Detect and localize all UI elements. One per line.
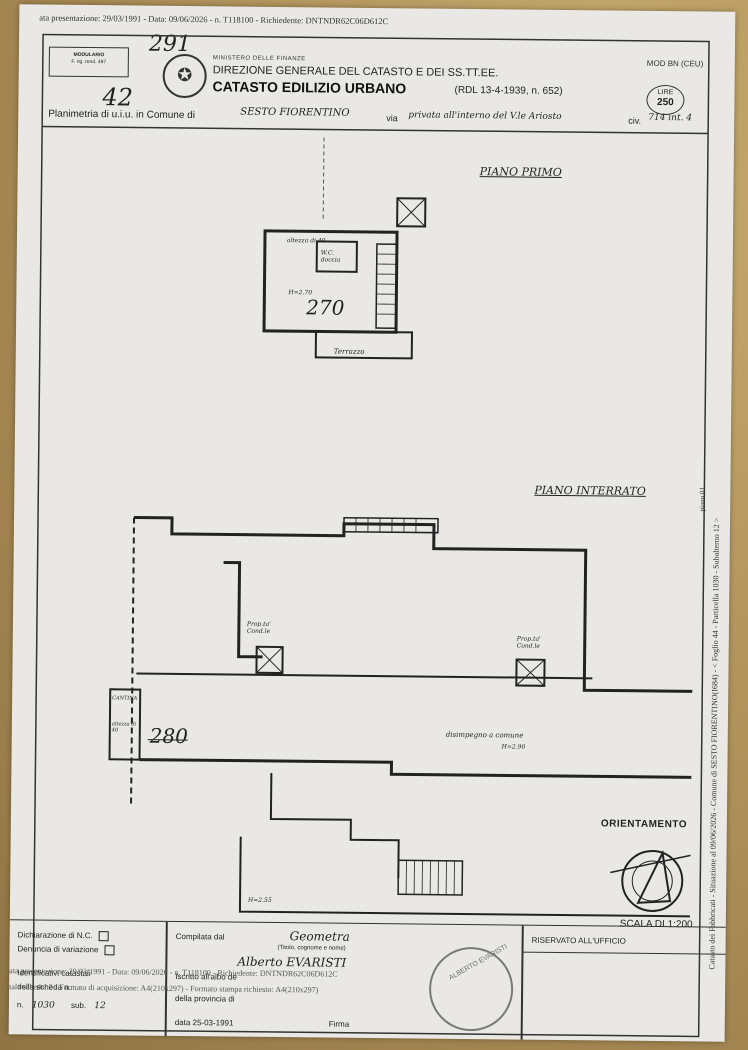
wc-label: W.C. doccia (320, 249, 341, 264)
n-value: 1030 (31, 1000, 55, 1011)
soffitta-label: altezza di 40 (286, 237, 326, 245)
height-lower-label: H=2.90 (501, 743, 526, 751)
provincia-label: della provincia di (174, 993, 235, 1004)
dichiarazione-nc-checkbox (98, 931, 109, 942)
riservato-label: RISERVATO ALL'UFFICIO (531, 935, 626, 946)
cadastral-document: ata presentazione: 29/03/1991 - Data: 09… (8, 4, 736, 1042)
compilatore-nome: Alberto EVARISTI (237, 954, 347, 970)
cantina-label: CANTINA (112, 695, 138, 702)
lift-lower-right (515, 658, 546, 687)
interrato-bottom-wall (238, 836, 690, 918)
wc-outline (315, 240, 358, 273)
header-rule (42, 125, 709, 135)
disimpegno-label: disimpegno a comune (445, 730, 524, 740)
prop-label-2: Prop.ta' Cond.le (516, 635, 541, 650)
data-label: data 25-03-1991 (174, 1017, 234, 1028)
orientation-compass-icon (610, 849, 691, 912)
prop-label-1: Prop.ta' Cond.le (246, 620, 271, 635)
denuncia-variazione-label: Denuncia di variazione (17, 944, 99, 955)
sub-label: sub. (70, 1000, 87, 1011)
footer-table: Dichiarazione di N.C. Denuncia di variaz… (8, 919, 726, 1042)
height-stair-label: H=2.55 (248, 896, 272, 904)
cantina-outline (108, 688, 142, 761)
dichiarazione-nc: Dichiarazione di N.C. (17, 930, 109, 942)
footer-divider-2 (520, 925, 524, 1041)
interrato-mid-line (136, 672, 593, 680)
stamp-text: ALBERTO EVARISTI (447, 943, 509, 982)
lift-upper-diag-2 (396, 198, 426, 227)
orientamento-label: ORIENTAMENTO (600, 818, 688, 831)
compilata-label: Compilata dal (175, 931, 225, 942)
interrato-top-wall (134, 516, 693, 693)
interrato-left-dashed (130, 517, 136, 806)
footer-divider-1 (164, 921, 168, 1037)
room-upper-number: 270 (306, 295, 345, 320)
piano-primo-plan (262, 197, 427, 360)
terrazzo-outline (314, 330, 414, 360)
denuncia-variazione: Denuncia di variazione (17, 944, 115, 956)
denuncia-variazione-checkbox (104, 945, 115, 956)
stair-top (343, 516, 439, 534)
stair-lower-steps (405, 860, 455, 895)
stair-upper-steps (376, 253, 397, 315)
sheet-frame (31, 33, 710, 1038)
cantina-height-label: altezza di 40 (111, 721, 137, 734)
n-sub-row: n. 1030 sub. 12 (17, 1000, 106, 1011)
interrato-inner-wall-left (223, 560, 263, 659)
compilata-hint: (Titolo, cognome e nome) (277, 945, 346, 952)
sub-value: 12 (94, 1001, 106, 1012)
interrato-step-wall (269, 772, 400, 879)
compilata-value: Geometra (289, 929, 350, 944)
piano-primo-label: PIANO PRIMO (479, 165, 562, 179)
riservato-rule (521, 951, 726, 955)
interrato-lower-wall (139, 758, 692, 779)
side-piano-line: piano 01 (698, 487, 707, 512)
n-label: n. (16, 1000, 24, 1010)
stair-top-steps (355, 517, 417, 533)
piano-interrato-plan (108, 516, 693, 918)
floor-plan-drawing (31, 33, 710, 1038)
terrazzo-label: Terrazzo (333, 347, 365, 356)
dichiarazione-nc-label: Dichiarazione di N.C. (17, 930, 93, 941)
lift-lower-left (255, 645, 284, 675)
room-lower-number: 280 (149, 723, 189, 749)
reference-line (322, 137, 325, 220)
piano-interrato-label: PIANO INTERRATO (534, 483, 646, 498)
professional-stamp: ALBERTO EVARISTI (428, 943, 514, 1032)
stair-upper (375, 243, 398, 329)
lift-upper (396, 197, 427, 228)
firma-label: Firma (328, 1019, 350, 1029)
